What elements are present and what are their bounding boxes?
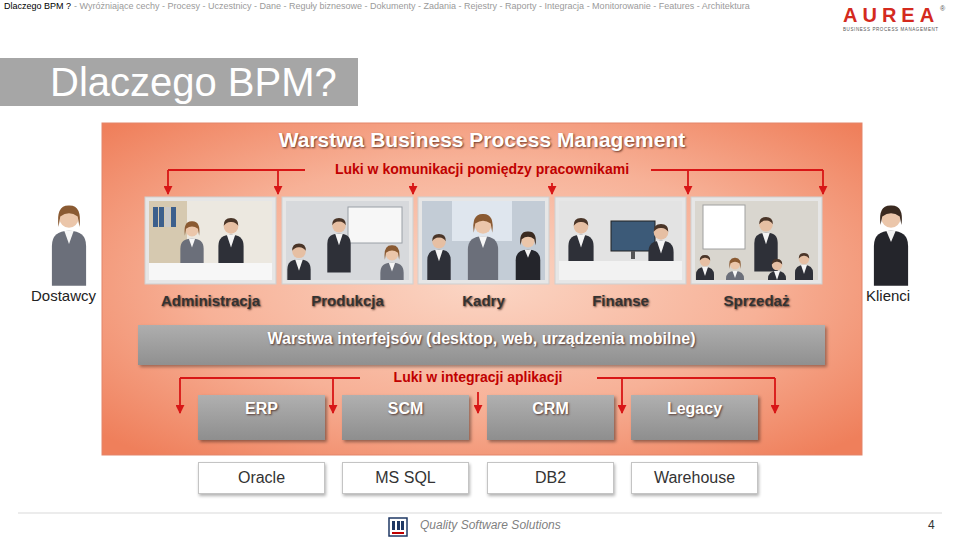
application-box: CRM <box>487 395 614 440</box>
department-label: Finanse <box>555 292 686 309</box>
application-box: SCM <box>342 395 469 440</box>
client-label: Klienci <box>866 287 910 304</box>
department-label: Kadry <box>418 292 549 309</box>
database-box: Warehouse <box>631 462 758 494</box>
department-box: Produkcja <box>282 197 413 309</box>
application-box: ERP <box>198 395 325 440</box>
database-box: Oracle <box>198 462 325 494</box>
application-label: SCM <box>342 400 469 418</box>
page-number: 4 <box>928 519 935 533</box>
application-label: CRM <box>487 400 614 418</box>
gap-note: Luki w komunikacji pomiędzy pracownikami <box>335 161 629 177</box>
gap-note: Luki w integracji aplikacji <box>394 369 563 385</box>
breadcrumb-trail: - Wyróżniające cechy - Procesy - Uczestn… <box>74 1 750 11</box>
interface-band: Warstwa interfejsów (desktop, web, urząd… <box>138 325 825 365</box>
slide-title: Dlaczego BPM? <box>50 58 337 106</box>
breadcrumb-current: Dlaczego BPM ? <box>4 1 71 11</box>
database-label: Oracle <box>238 469 285 487</box>
logo-tagline: BUSINESS PROCESS MANAGEMENT <box>843 27 939 32</box>
department-box: Sprzedaż <box>691 197 822 309</box>
band-label: Warstwa interfejsów (desktop, web, urząd… <box>138 330 825 348</box>
registered-mark: ® <box>940 5 945 13</box>
department-box: Administracja <box>145 197 276 309</box>
database-box: DB2 <box>487 462 614 494</box>
application-box: Legacy <box>631 395 758 440</box>
application-label: ERP <box>198 400 325 418</box>
database-label: MS SQL <box>375 469 435 487</box>
application-label: Legacy <box>631 400 758 418</box>
logo-wordmark: AUREA <box>843 4 939 27</box>
department-label: Sprzedaż <box>691 292 822 309</box>
database-label: Warehouse <box>654 469 735 487</box>
department-label: Administracja <box>145 292 276 309</box>
department-label: Produkcja <box>282 292 413 309</box>
layer-heading: Warstwa Business Process Management <box>102 128 862 152</box>
database-label: DB2 <box>535 469 566 487</box>
department-box: Finanse <box>555 197 686 309</box>
footer-tagline: Quality Software Solutions <box>420 519 561 533</box>
supplier-label: Dostawcy <box>31 287 96 304</box>
department-box: Kadry <box>418 197 549 309</box>
database-box: MS SQL <box>342 462 469 494</box>
